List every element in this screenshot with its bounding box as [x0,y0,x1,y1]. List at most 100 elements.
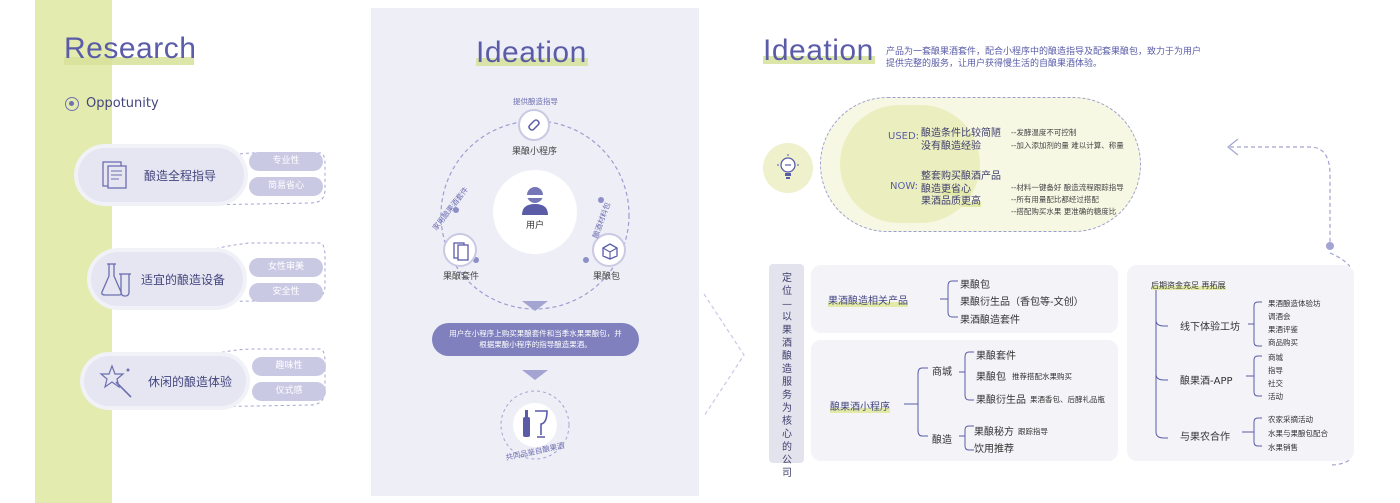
brew-item-1: 果酿秘方 [974,427,1014,438]
used-note-1: --发酵温度不可控制 [1011,128,1077,137]
later-g3-item-3: 水果销售 [1268,443,1298,452]
later-group-1: 线下体验工坊 [1180,322,1240,333]
user-label: 用户 [525,221,544,231]
used-item-2: 没有酿造经验 [921,141,981,152]
later-g2-item-2: 指导 [1268,366,1283,375]
later-g3-item-1: 农家采摘活动 [1268,415,1313,424]
flask-icon [101,263,131,297]
products-root-text: 果酒酿造相关产品 [828,296,908,307]
card-experience: 休闲的酿造体验 [84,356,246,406]
brew-brace [959,425,974,451]
now-item-3-pre: 果酒品质 [921,196,961,207]
description-text: 用户在小程序上购买果酿套件和当季水果果酿包，并根据果酿小程序的指导酿造果酒。 [449,329,622,349]
now-note-2: --所有用量配比都经过搭配 [1011,195,1099,204]
mall-note-3: 果酒香包、后酵礼品瓶 [1030,395,1105,404]
products-item-3: 果酒酿造套件 [960,315,1020,326]
title-highlight [476,58,588,66]
now-item-2: 酿造更省心 [921,180,971,195]
card-experience-label: 休闲的酿造体验 [148,375,233,389]
tag-professional: 专业性 [249,152,323,171]
used-note-2: --加入添加剂的量 难以计算、称量 [1011,141,1124,150]
title-highlight [763,56,875,64]
magic-wand-icon [99,364,132,398]
mall-item-2: 果酿包 [976,372,1006,383]
intro-text-1: 产品为一套酿果酒套件，配合小程序中的酿造指导及配套果酿包，致力于为用户 [886,47,1202,57]
mall-item-3: 果酿衍生品 [976,395,1026,406]
user-icon [522,187,548,215]
now-item-2-pre: 酿造 [921,184,941,195]
now-item-2-hl: 更省心 [941,184,971,195]
tag-easy: 简易省心 [249,177,323,196]
research-green-band [35,0,112,503]
used-now-green [840,105,980,223]
later-g2-item-4: 活动 [1268,392,1283,401]
card-equipment-label: 适宜的酿造设备 [141,273,226,287]
later-panel [1127,265,1354,461]
mall-note-2: 推荐搭配水果购买 [1012,372,1072,381]
kit-icon [453,242,469,261]
chevron-divider-icon [703,293,745,417]
later-title: 后期资金充足 再拓展 [1151,280,1226,291]
later-g2-item-1: 商城 [1268,353,1283,362]
brew-item-2: 饮用推荐 [974,444,1014,455]
positioning-panel [769,264,804,463]
kit-label: 果酿套件 [443,272,480,282]
miniapp-root-text: 酿果酒小程序 [830,402,890,413]
mall-item-1: 果酿套件 [976,351,1016,362]
used-key: USED: [888,131,920,142]
miniapp-root: 酿果酒小程序 [830,398,890,413]
wine-icon [523,410,548,438]
card-equipment: 适宜的酿造设备 [91,252,243,306]
now-item-3-hl: 更高 [961,196,981,207]
later-g2-item-3: 社交 [1268,379,1283,388]
title-highlight [64,57,194,65]
later-g1-item-3: 果酒评鉴 [1268,325,1298,334]
now-note-1: --材料一键备好 酿造流程跟踪指导 [1011,183,1124,192]
positioning-text: 定位 — 以果酒酿造服务为核心的公司 [782,273,792,479]
card-guidance: 酿造全程指导 [78,148,244,202]
tag-safety: 安全性 [249,283,323,302]
lightbulb-icon [777,154,799,179]
tag-ritual: 仪式感 [252,382,326,401]
card-1-connector [200,152,326,206]
later-group-3: 与果农合作 [1180,432,1230,443]
brew-label: 酿造 [932,435,952,446]
miniapp-node [518,109,550,141]
pack-node [592,233,626,267]
tag-fun: 趣味性 [252,357,326,376]
used-item-1: 酿造条件比较简陋 [921,128,1001,139]
user-node: 用户 [493,170,577,254]
box-icon [602,243,618,260]
brew-note-1: 跟踪指导 [1018,427,1048,436]
now-note-3: --搭配购买水果 更准确的糖度比 [1011,207,1117,216]
miniapp-label: 果酿小程序 [512,147,558,157]
mall-label: 商城 [932,367,952,378]
now-key: NOW: [890,181,919,192]
ideation-detail-title: Ideation [763,34,874,67]
kit-node [443,233,477,267]
products-item-2: 果酿衍生品（香包等-文创） [960,297,1084,308]
research-title: Research [64,32,197,65]
link-icon [528,119,540,131]
later-g1-item-4: 商品购买 [1268,338,1298,347]
research-subtitle: Oppotunity [86,96,159,111]
bulb-circle [763,143,813,193]
later-tree [1155,290,1262,447]
tag-aesthetic: 女性审美 [249,258,323,277]
later-g1-item-1: 果酒酿造体验坊 [1268,299,1321,308]
ideation-cycle-title: Ideation [476,36,587,69]
target-icon [65,97,79,111]
document-icon [102,161,127,189]
later-title-text: 后期资金充足 再拓展 [1151,281,1226,290]
now-item-1: 整套购买酿酒产品 [921,171,1001,182]
description-pill: 用户在小程序上购买果酿套件和当季水果果酿包，并根据果酿小程序的指导酿造果酒。 [432,323,639,356]
later-g3-item-2: 水果与果酿包配合 [1268,429,1328,438]
later-group-2: 酿果酒-APP [1180,376,1233,387]
later-g1-item-2: 调酒会 [1268,312,1291,321]
intro-text-2: 提供完整的服务，让用户获得慢生活的自酿果酒体验。 [886,59,1103,69]
products-brace [940,280,958,318]
products-root: 果酒酿造相关产品 [828,292,908,307]
card-guidance-label: 酿造全程指导 [144,169,217,183]
products-item-1: 果酿包 [960,280,990,291]
return-arrow [1227,138,1350,466]
